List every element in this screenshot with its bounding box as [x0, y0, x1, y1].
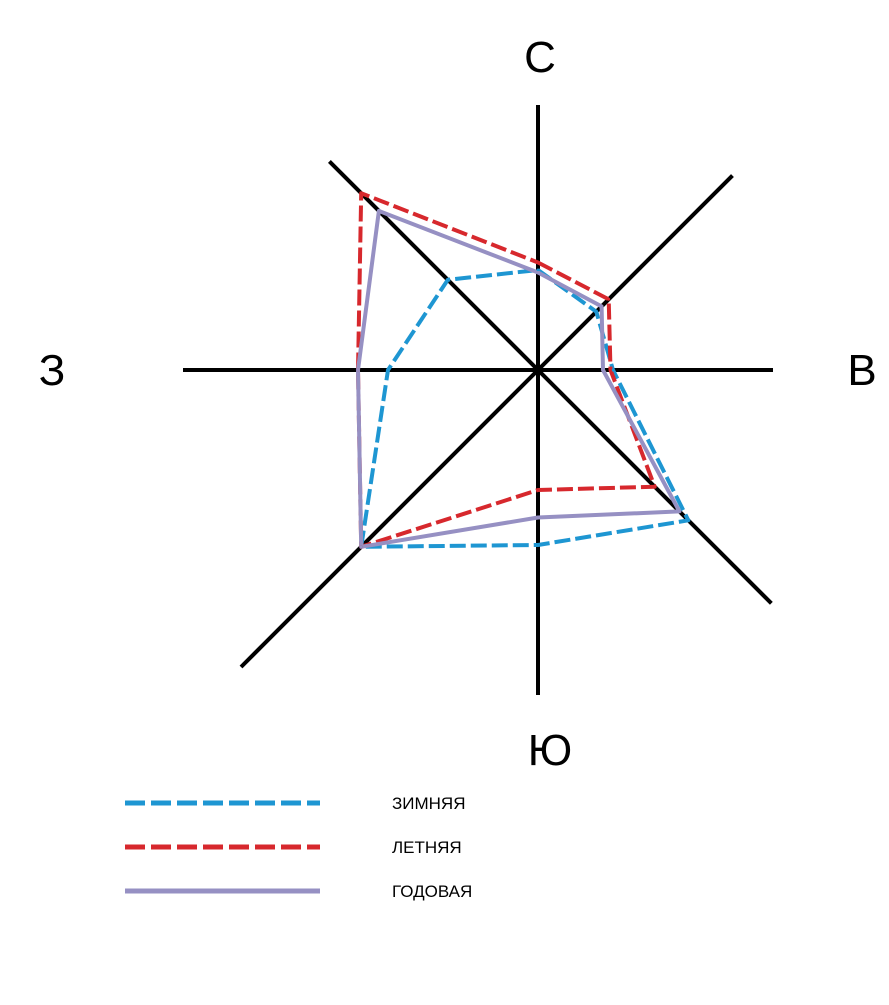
- direction-label-south: Ю: [528, 726, 572, 775]
- point-winter-n: [536, 268, 540, 272]
- point-summer-s: [536, 488, 540, 492]
- point-annual-s: [536, 516, 540, 519]
- point-annual-e: [601, 368, 605, 372]
- point-summer-e: [609, 368, 612, 372]
- point-summer-se: [653, 485, 657, 489]
- series-points: [356, 191, 690, 549]
- point-annual-se: [677, 509, 681, 513]
- point-winter-e: [611, 368, 615, 372]
- point-summer-nw: [359, 191, 363, 195]
- legend-label-annual: ГОДОВАЯ: [392, 882, 472, 901]
- legend-label-summer: ЛЕТНЯЯ: [392, 838, 462, 857]
- direction-label-west: З: [39, 346, 66, 395]
- point-winter-s: [536, 543, 540, 547]
- series-winter-line: [359, 268, 691, 549]
- axis-se-nw: [327, 159, 773, 605]
- axis-ne-sw: [239, 174, 734, 669]
- legend-label-winter: ЗИМНЯЯ: [392, 794, 465, 813]
- point-annual-nw: [377, 209, 381, 213]
- point-annual-n: [536, 271, 540, 274]
- direction-label-east: В: [847, 346, 876, 395]
- point-annual-sw: [359, 545, 363, 549]
- point-winter-nw: [446, 278, 450, 282]
- point-summer-n: [536, 261, 540, 264]
- point-winter-se: [686, 518, 690, 522]
- legend: ЗИМНЯЯ ЛЕТНЯЯ ГОДОВАЯ: [125, 794, 472, 901]
- point-annual-w: [356, 368, 360, 372]
- point-annual-ne: [600, 304, 604, 308]
- point-winter-w: [386, 368, 390, 372]
- point-summer-ne: [607, 297, 611, 301]
- direction-label-north: С: [524, 33, 556, 82]
- point-winter-ne: [594, 310, 598, 314]
- axes: [183, 105, 773, 695]
